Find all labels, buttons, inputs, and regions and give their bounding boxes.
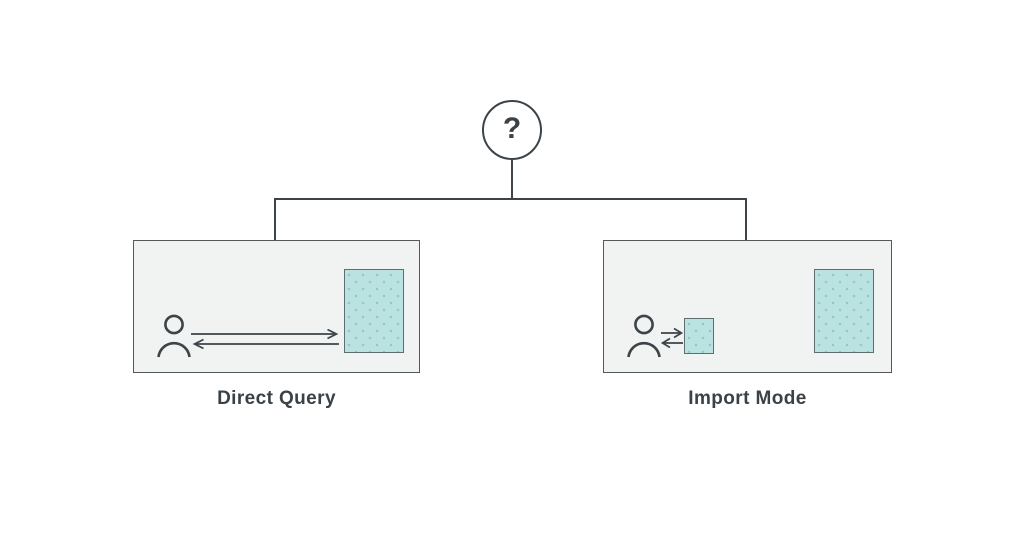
question-mark-icon: ? [502,112,522,145]
person-icon [626,313,662,359]
connector-root-stem [511,160,513,199]
panel-direct-query [133,240,420,373]
database-large-icon [814,269,874,353]
connector-horizontal [274,198,747,200]
label-direct-query: Direct Query [217,388,336,409]
panel-import-mode [603,240,892,373]
database-large-icon [344,269,404,353]
round-trip-short-arrows-icon [659,328,685,348]
label-import-mode: Import Mode [688,388,807,409]
person-icon [156,313,192,359]
connector-drop-right [745,198,747,240]
round-trip-long-arrows-icon [189,329,341,349]
decision-node: ? [482,100,542,160]
connector-drop-left [274,198,276,240]
database-small-icon [684,318,714,354]
